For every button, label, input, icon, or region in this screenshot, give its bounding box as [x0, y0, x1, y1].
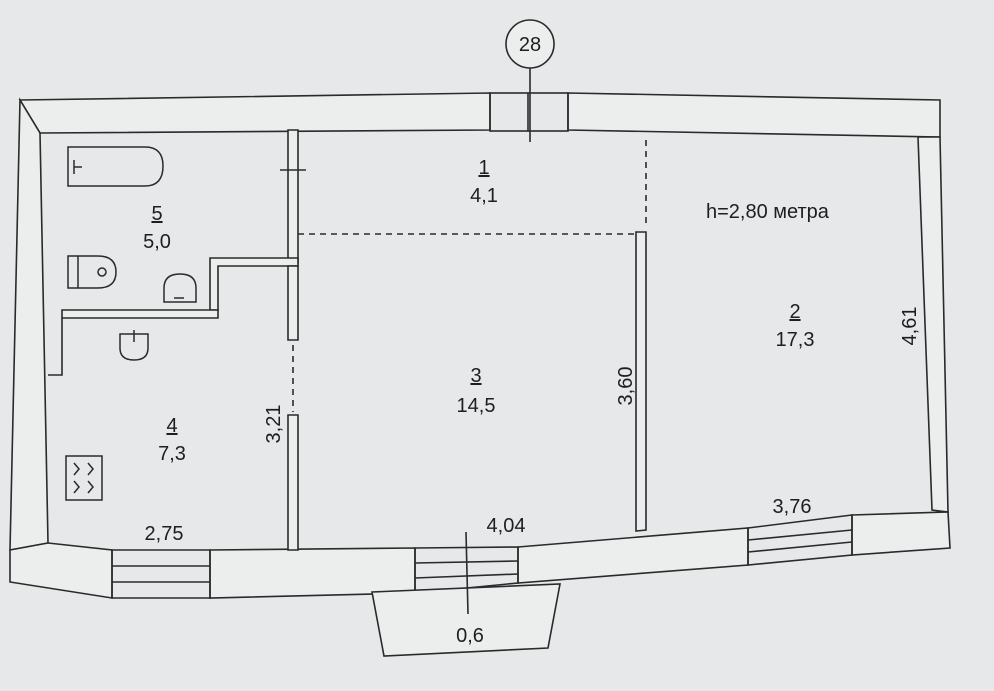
bathtub-icon	[67, 146, 164, 187]
room-label-5: 5 5,0	[143, 203, 171, 253]
ceiling-height-label: h=2,80 метра	[706, 201, 830, 223]
svg-text:17,3: 17,3	[776, 329, 815, 351]
toilet-icon	[67, 255, 117, 289]
dimension-room4-width: 2,75	[145, 523, 184, 545]
sink-icon	[163, 273, 197, 303]
interior-walls	[48, 129, 647, 551]
room-label-1: 1 4,1	[470, 157, 498, 207]
svg-text:4: 4	[166, 415, 177, 437]
room-label-4: 4 7,3	[158, 415, 186, 465]
kitchen-sink-icon	[119, 330, 149, 361]
balcony	[371, 583, 561, 657]
dimension-room3-width: 4,04	[487, 515, 526, 537]
axis-marker-label: 28	[519, 34, 541, 56]
room-label-3: 3 14,5	[457, 365, 496, 417]
stove-icon	[65, 455, 103, 501]
windows	[111, 92, 853, 599]
room-label-2: 2 17,3	[776, 301, 815, 351]
svg-text:2: 2	[789, 301, 800, 323]
dimension-room4-depth: 3,21	[263, 405, 285, 444]
svg-text:5,0: 5,0	[143, 231, 171, 253]
svg-text:5: 5	[151, 203, 162, 225]
svg-text:3: 3	[470, 365, 481, 387]
svg-text:1: 1	[478, 157, 489, 179]
dimension-room2-depth: 4,61	[899, 307, 921, 346]
svg-text:14,5: 14,5	[457, 395, 496, 417]
dimension-balcony-depth: 0,6	[456, 625, 484, 647]
dimension-room2-width: 3,76	[773, 496, 812, 518]
svg-text:4,1: 4,1	[470, 185, 498, 207]
svg-text:7,3: 7,3	[158, 443, 186, 465]
dimension-room3-depth: 3,60	[615, 367, 637, 406]
